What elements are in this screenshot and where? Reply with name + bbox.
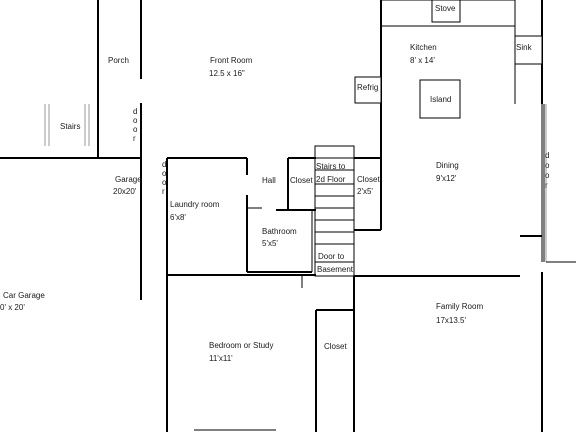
hall-closet-label: Closet — [290, 176, 313, 185]
door-letter: o — [545, 171, 550, 180]
stairs-closet-label: Closet — [357, 175, 380, 184]
dining-label: Dining — [436, 161, 459, 170]
stairs-label: Stairs — [60, 122, 80, 131]
sink-label: Sink — [516, 43, 533, 52]
kitchen-label: Kitchen — [410, 43, 437, 52]
door-letter: o — [545, 161, 550, 170]
bathroom-size: 5'x5' — [262, 239, 278, 248]
stairs-2d-label-1: Stairs to — [316, 162, 346, 171]
car-garage-size: 0' x 20' — [0, 303, 25, 312]
stove-box — [431, 0, 461, 23]
door-letter: d — [545, 151, 549, 160]
refrigerator-label: Refrig — [357, 83, 378, 92]
sink-box — [514, 35, 543, 65]
door-letter: o — [133, 125, 138, 134]
stairs-closet-size: 2'x5' — [357, 187, 373, 196]
family-room-label: Family Room — [436, 302, 483, 311]
family-room-size: 17x13.5' — [436, 316, 466, 325]
bedroom-label: Bedroom or Study — [209, 341, 273, 350]
front-room-size: 12.5 x 16" — [209, 69, 245, 78]
front-room-label: Front Room — [210, 56, 253, 65]
garage-door-label: d o o r — [162, 160, 167, 196]
hall-label: Hall — [262, 176, 276, 185]
kitchen-size: 8' x 14' — [410, 56, 435, 65]
stairs-2d-label-2: 2d Floor — [316, 175, 346, 184]
dining-door-label: d o o r — [545, 151, 550, 190]
door-basement-label-1: Door to — [318, 252, 345, 261]
door-letter: o — [162, 169, 167, 178]
dining-size: 9'x12' — [436, 174, 457, 183]
refrigerator-box — [354, 76, 382, 104]
laundry-label: Laundry room — [170, 200, 220, 209]
island-label: Island — [430, 95, 451, 104]
door-letter: r — [545, 181, 548, 190]
bedroom-size: 11'x11' — [209, 354, 233, 363]
porch-door-label: d o o r — [133, 107, 138, 143]
laundry-size: 6'x8' — [170, 213, 186, 222]
island-box — [419, 79, 461, 119]
door-letter: d — [162, 160, 166, 169]
stairs-symbol — [44, 104, 90, 146]
door-basement-label-2: Basement — [317, 265, 354, 274]
door-letter: d — [133, 107, 137, 116]
bathroom-label: Bathroom — [262, 227, 297, 236]
bedroom-closet-label: Closet — [324, 342, 347, 351]
door-letter: o — [133, 116, 138, 125]
stair-treads — [315, 157, 354, 263]
garage-size: 20x20' — [113, 187, 137, 196]
door-letter: r — [162, 187, 165, 196]
porch-label: Porch — [108, 56, 129, 65]
garage-label: Garage — [115, 175, 142, 184]
door-letter: o — [162, 178, 167, 187]
stove-label: Stove — [435, 4, 456, 13]
car-garage-label: Car Garage — [3, 291, 45, 300]
door-letter: r — [133, 134, 136, 143]
